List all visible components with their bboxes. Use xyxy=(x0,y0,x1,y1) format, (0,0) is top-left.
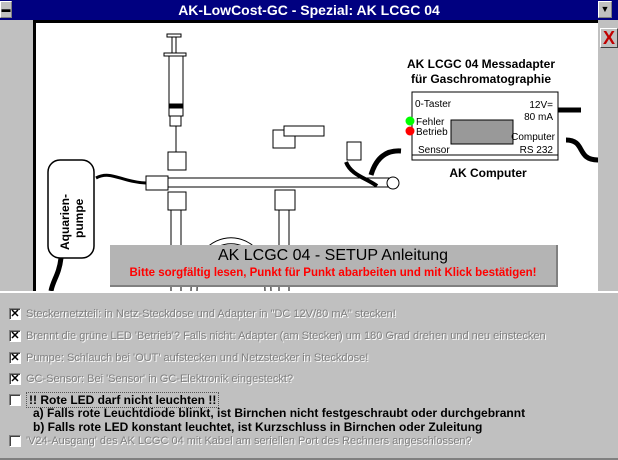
checkbox-checked[interactable]: ✕ xyxy=(9,373,21,385)
checkbox-checked[interactable]: ✕ xyxy=(9,352,21,364)
checklist-label: 'V24-Ausgang' des AK LCGC 04 mit Kabel a… xyxy=(26,435,472,447)
syringe-icon xyxy=(163,33,187,211)
checklist-item-green-led[interactable]: ✕ Brennt die grüne LED 'Betrieb'? Falls … xyxy=(9,330,546,342)
checkbox-unchecked[interactable] xyxy=(9,435,21,447)
adapter-title-1: AK LCGC 04 Messadapter xyxy=(407,57,555,71)
checklist-label: Steckernetzteil: in Netz-Steckdose und A… xyxy=(26,308,396,320)
checklist-label: Brennt die grüne LED 'Betrieb'? Falls ni… xyxy=(26,330,546,342)
fehler-label: Fehler xyxy=(416,117,445,128)
window-title: AK-LowCost-GC - Spezial: AK LCGC 04 xyxy=(178,2,440,18)
checkbox-checked[interactable]: ✕ xyxy=(9,308,21,320)
minimize-arrow-button[interactable]: ▼ xyxy=(598,1,612,18)
setup-banner: AK LCGC 04 - SETUP Anleitung Bitte sorgf… xyxy=(110,245,558,287)
checklist-panel: ✕ Steckernetzteil: in Netz-Steckdose und… xyxy=(0,291,618,460)
adapter-title-2: für Gaschromatographie xyxy=(411,72,551,86)
checklist-item-power[interactable]: ✕ Steckernetzteil: in Netz-Steckdose und… xyxy=(9,308,396,320)
close-button[interactable]: X xyxy=(600,28,618,48)
power-label-1: 12V= xyxy=(529,100,553,111)
red-led-note-a: a) Falls rote Leuchtdiode blinkt, ist Bi… xyxy=(33,406,526,420)
pump-label-1: Aquarien- xyxy=(58,194,72,250)
checklist-item-red-led[interactable]: !! Rote LED darf nicht leuchten !! xyxy=(9,392,220,408)
power-label-2: 80 mA xyxy=(524,112,553,123)
checklist-item-sensor[interactable]: ✕ GC-Sensor: Bei 'Sensor' in GC-Elektron… xyxy=(9,373,293,385)
sensor-label: Sensor xyxy=(418,145,450,156)
computer-label-1: Computer xyxy=(511,132,556,143)
computer-label-2: RS 232 xyxy=(520,145,554,156)
system-menu-button[interactable]: ▬ xyxy=(0,1,12,18)
checklist-item-pump[interactable]: ✕ Pumpe: Schlauch bei 'OUT' aufstecken u… xyxy=(9,352,368,364)
aquarium-pump-icon: Aquarien- pumpe xyxy=(47,159,95,291)
banner-title: AK LCGC 04 - SETUP Anleitung xyxy=(217,247,449,264)
checklist-label: Pumpe: Schlauch bei 'OUT' aufstecken und… xyxy=(26,352,369,364)
title-bar: AK-LowCost-GC - Spezial: AK LCGC 04 ▬ ▼ xyxy=(0,0,618,20)
pump-label-2: pumpe xyxy=(72,198,86,238)
checklist-label: !! Rote LED darf nicht leuchten !! xyxy=(26,392,220,408)
red-led-note-b: b) Falls rote LED konstant leuchtet, ist… xyxy=(33,420,483,434)
banner-subtitle: Bitte sorgfältig lesen, Punkt für Punkt … xyxy=(129,267,537,279)
checkbox-checked[interactable]: ✕ xyxy=(9,330,21,342)
measurement-adapter: AK LCGC 04 Messadapter für Gaschromatogr… xyxy=(405,57,598,180)
betrieb-label: Betrieb xyxy=(416,127,448,138)
checklist-item-serial-port[interactable]: 'V24-Ausgang' des AK LCGC 04 mit Kabel a… xyxy=(9,435,472,447)
checkbox-unchecked[interactable] xyxy=(9,394,21,406)
checklist-label: GC-Sensor: Bei 'Sensor' in GC-Elektronik… xyxy=(26,373,294,385)
brand-label: AK Computer xyxy=(449,166,527,180)
taster-label: 0-Taster xyxy=(415,99,452,110)
